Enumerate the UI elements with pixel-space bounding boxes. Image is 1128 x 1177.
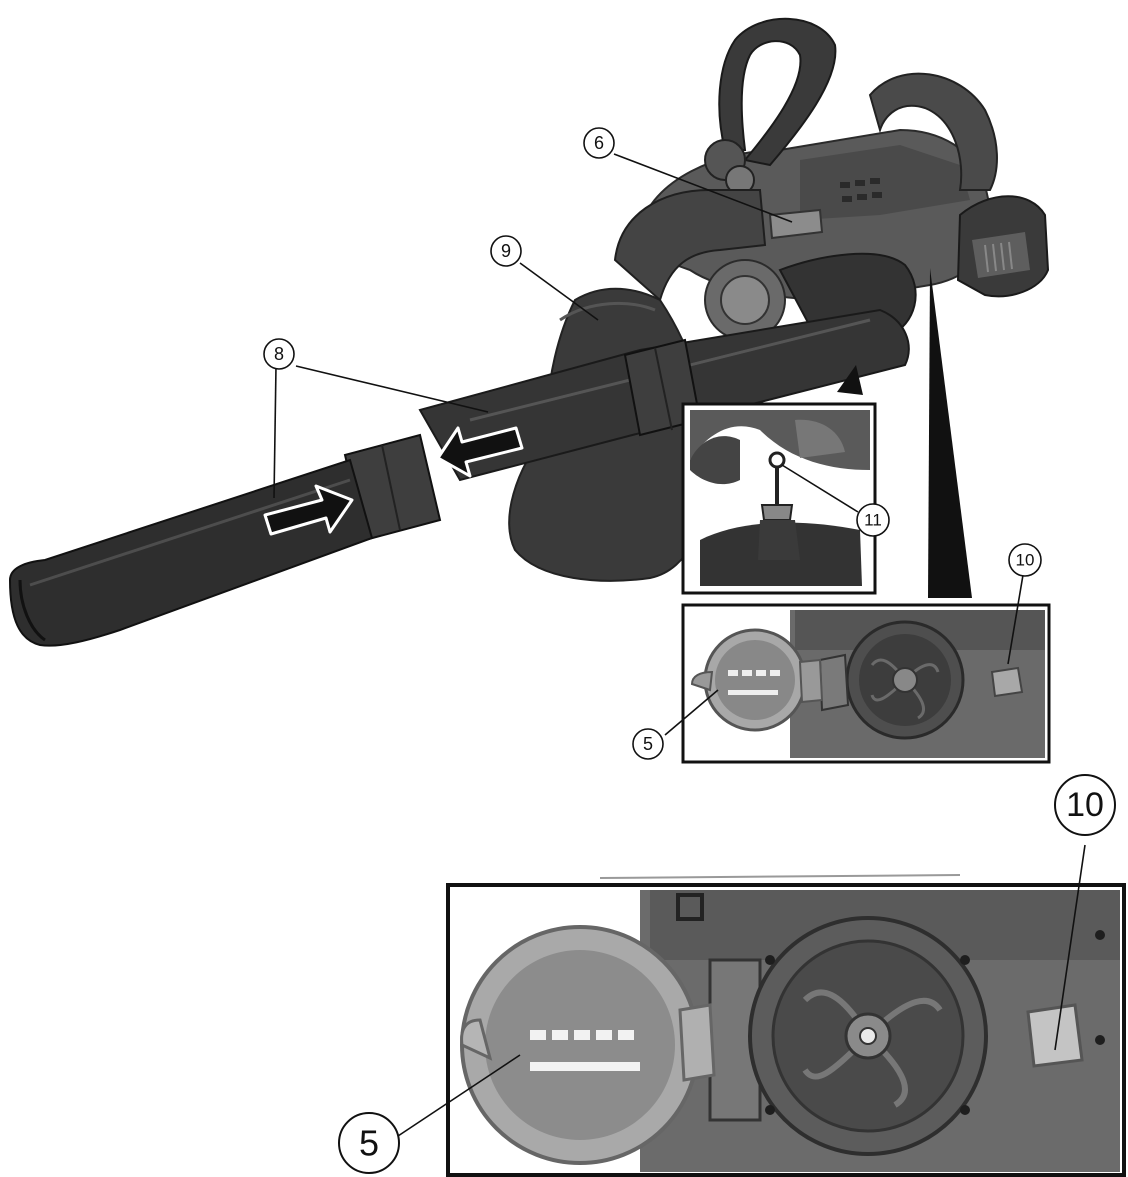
inset-filter-large (446, 874, 1126, 1177)
suction-elbow (613, 189, 767, 302)
vent-slots (840, 178, 882, 202)
push-arrow-icon (436, 426, 524, 478)
detail-pointer-left (837, 365, 863, 395)
callout-6: 6 (583, 127, 615, 159)
svg-text:9: 9 (501, 241, 511, 261)
callout-5-small: 5 (632, 728, 664, 760)
detail-pointer-right (928, 268, 972, 598)
rear-handle (868, 72, 998, 191)
svg-text:10: 10 (1016, 551, 1035, 570)
callout-8: 8 (263, 338, 295, 370)
callout-9: 9 (490, 235, 522, 267)
callout-5-large: 5 (338, 1112, 400, 1174)
switch-lever (768, 208, 824, 240)
leader-lines (273, 153, 1086, 1139)
inset-filter-small (681, 603, 1051, 764)
svg-text:6: 6 (594, 133, 604, 153)
svg-text:5: 5 (359, 1123, 379, 1164)
svg-text:8: 8 (274, 344, 284, 364)
callout-10-small: 10 (1008, 543, 1042, 577)
battery-pack (956, 195, 1050, 298)
blower-illustration (8, 17, 1050, 647)
push-arrow-icon (263, 484, 354, 536)
callout-10-large: 10 (1054, 774, 1116, 836)
inset-strap-hook (681, 402, 877, 595)
svg-text:11: 11 (864, 511, 882, 530)
callout-11: 11 (856, 503, 890, 537)
svg-text:5: 5 (643, 734, 653, 754)
svg-text:10: 10 (1066, 786, 1104, 824)
blower-tube-nozzle (8, 458, 374, 647)
